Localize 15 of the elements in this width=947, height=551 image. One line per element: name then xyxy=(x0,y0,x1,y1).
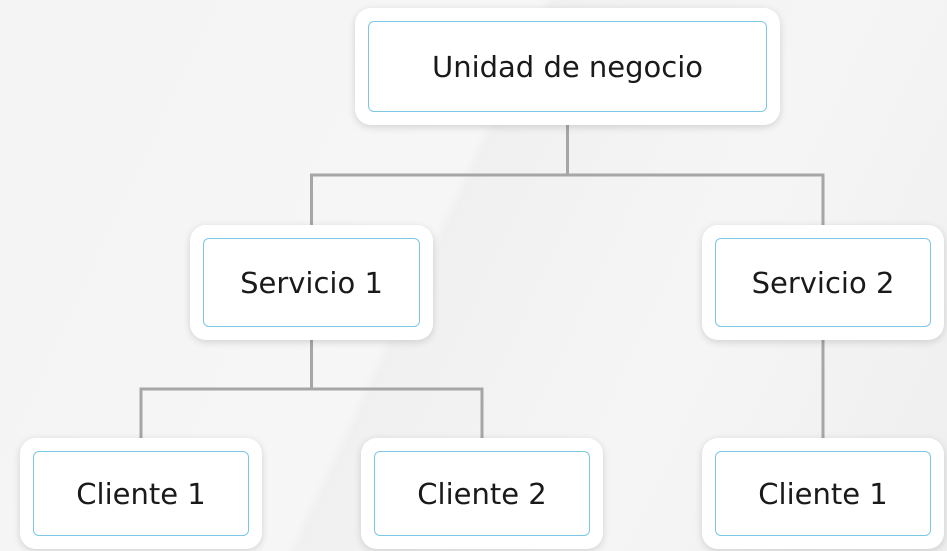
node-card xyxy=(190,225,433,340)
node-label: Servicio 1 xyxy=(203,238,420,327)
node-label: Cliente 1 xyxy=(33,451,249,536)
node-card xyxy=(702,225,944,340)
node-card xyxy=(355,8,780,125)
node-label: Unidad de negocio xyxy=(368,21,767,112)
node-label: Cliente 2 xyxy=(374,451,590,536)
node-label: Cliente 1 xyxy=(715,451,931,536)
node-card xyxy=(702,438,944,549)
connector-line xyxy=(310,340,484,438)
node-card xyxy=(20,438,262,549)
connector-line xyxy=(822,340,824,438)
connector-line xyxy=(566,125,824,225)
node-label: Servicio 2 xyxy=(715,238,931,327)
node-card xyxy=(361,438,603,549)
